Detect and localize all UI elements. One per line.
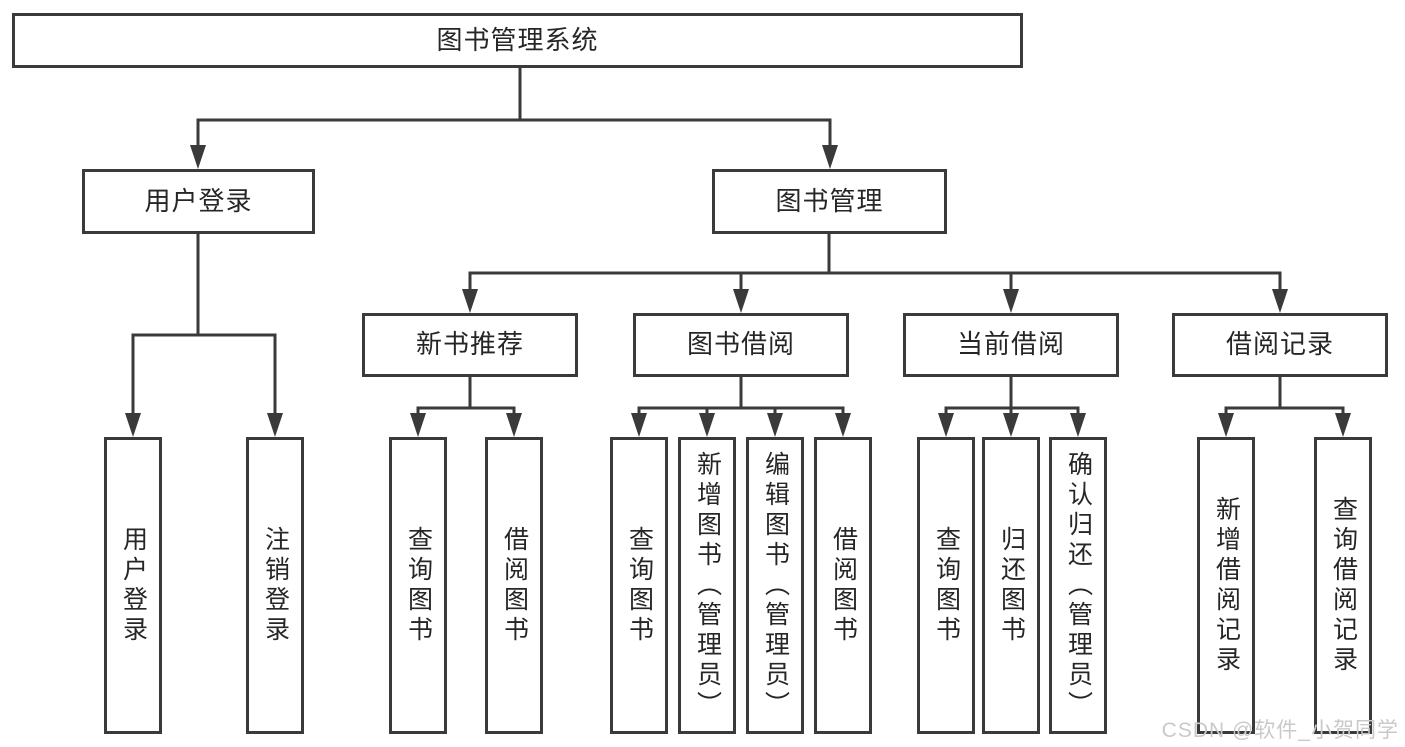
node-leaf-add-borrow-record: 新增借阅记录 [1197,437,1255,734]
node-label: 借阅图书 [829,525,858,646]
node-label: 图书借阅 [686,329,795,360]
node-label: 图书管理系统 [436,24,599,55]
node-leaf-edit-books-admin: 编辑图书（管理员） [746,437,804,734]
node-book-borrowing: 图书借阅 [633,313,849,377]
node-label: 新增借阅记录 [1212,495,1241,676]
node-label: 注销登录 [261,525,290,646]
node-label: 借阅记录 [1225,329,1334,360]
node-label: 查询图书 [625,525,654,646]
node-new-book-recommendation: 新书推荐 [362,313,578,377]
node-label: 借阅图书 [500,525,529,646]
node-label: 确认归还（管理员） [1064,450,1093,721]
node-leaf-user-login: 用户登录 [104,437,162,734]
node-label: 查询图书 [404,525,433,646]
node-book-management: 图书管理 [712,169,947,234]
node-borrowing-records: 借阅记录 [1172,313,1388,377]
node-user-login: 用户登录 [82,169,315,234]
node-label: 用户登录 [119,525,148,646]
node-current-borrowing: 当前借阅 [903,313,1119,377]
node-leaf-query-borrow-record: 查询借阅记录 [1314,437,1372,734]
node-leaf-query-books-borrow: 查询图书 [610,437,668,734]
arrowhead-icons [125,145,1351,437]
node-label: 新书推荐 [415,329,524,360]
node-leaf-borrow-books: 借阅图书 [814,437,872,734]
node-label: 查询图书 [932,525,961,646]
node-leaf-query-books-current: 查询图书 [917,437,975,734]
node-leaf-logout: 注销登录 [246,437,304,734]
node-leaf-query-books-recommend: 查询图书 [389,437,447,734]
node-leaf-return-books: 归还图书 [982,437,1040,734]
node-label: 用户登录 [144,185,253,216]
node-label: 编辑图书（管理员） [761,450,790,721]
node-leaf-borrow-books-recommend: 借阅图书 [485,437,543,734]
node-label: 新增图书（管理员） [693,450,722,721]
node-library-management-system: 图书管理系统 [12,13,1023,68]
node-label: 当前借阅 [956,329,1065,360]
node-leaf-add-books-admin: 新增图书（管理员） [678,437,736,734]
node-label: 查询借阅记录 [1329,495,1358,676]
node-leaf-confirm-return-admin: 确认归还（管理员） [1049,437,1107,734]
node-label: 归还图书 [997,525,1026,646]
node-label: 图书管理 [775,185,884,216]
watermark-text: CSDN @软件_小贺同学 [1161,719,1399,742]
